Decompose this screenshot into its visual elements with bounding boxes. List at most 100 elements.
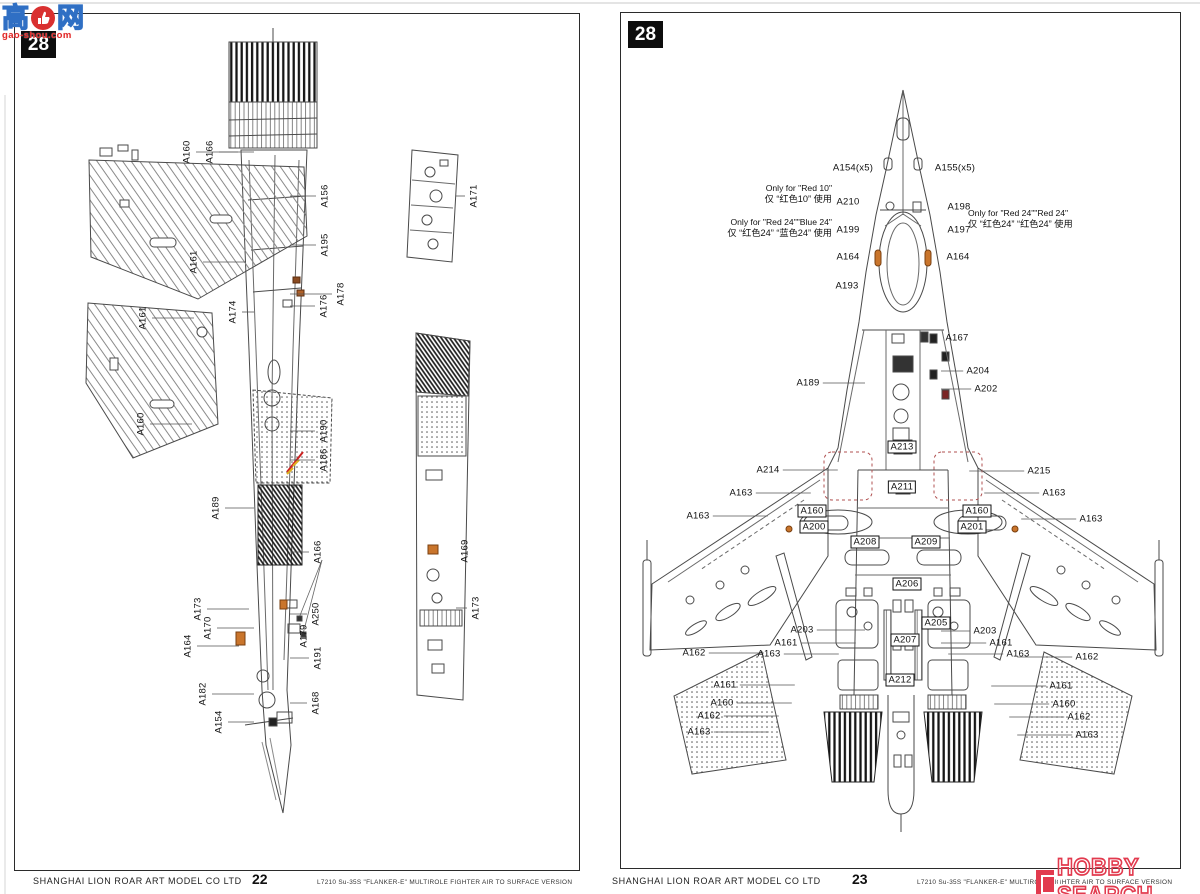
part-label: A171 xyxy=(468,184,480,208)
part-label-boxed: A207 xyxy=(890,633,920,647)
hobbysearch-logo-text: HOBBY SEARCH xyxy=(1056,853,1153,894)
step-number-badge-left: 28 xyxy=(21,31,56,58)
part-label: A191 xyxy=(312,646,324,670)
part-label: A163 xyxy=(729,487,753,499)
right-page-drawing xyxy=(642,89,1164,832)
part-label: A160 xyxy=(1052,698,1076,710)
footer-company-left: SHANGHAI LION ROAR ART MODEL CO LTD xyxy=(33,876,242,886)
part-label: A193 xyxy=(835,280,859,292)
part-label: A173 xyxy=(470,596,482,620)
part-label: A163 xyxy=(1075,729,1099,741)
part-label: A156 xyxy=(319,184,331,208)
note-chinese: 仅 “红色10” 使用 xyxy=(764,194,832,205)
part-label: A176 xyxy=(318,294,330,318)
note-english: Only for "Red 24""Blue 24" xyxy=(730,217,832,227)
right-page-frame xyxy=(620,12,1181,869)
hobbysearch-logo-icon xyxy=(1036,869,1060,894)
part-label: A204 xyxy=(966,365,990,377)
part-label: A202 xyxy=(974,383,998,395)
part-label-boxed: A205 xyxy=(921,616,951,630)
part-label: A166 xyxy=(204,140,216,164)
note-english: Only for "Red 10" xyxy=(765,183,832,193)
part-label: A160 xyxy=(710,697,734,709)
part-label-boxed: A213 xyxy=(887,440,917,454)
part-label: A169 xyxy=(459,539,471,563)
part-label: A210 xyxy=(836,196,860,208)
part-label: A163 xyxy=(757,648,781,660)
leader-lines xyxy=(150,151,1077,736)
part-label: A154(x5) xyxy=(832,162,874,174)
part-label-boxed: A160 xyxy=(962,504,992,518)
part-label: A163 xyxy=(1079,513,1103,525)
part-label: A162 xyxy=(682,647,706,659)
part-label-boxed: A160 xyxy=(797,504,827,518)
part-label: A168 xyxy=(310,691,322,715)
color-option-note: Only for "Red 24""Blue 24"仅 “红色24” “蓝色24… xyxy=(727,217,832,240)
color-option-note: Only for "Red 24""Red 24"仅 “红色24” “红色24”… xyxy=(968,208,1073,231)
part-label: A161 xyxy=(989,637,1013,649)
part-label: A179 xyxy=(298,624,310,648)
watermark-char: 网 xyxy=(56,3,84,33)
part-label: A164 xyxy=(946,251,970,263)
part-label-boxed: A212 xyxy=(885,673,915,687)
part-label: A163 xyxy=(1006,648,1030,660)
part-label: A154 xyxy=(213,710,225,734)
part-label-boxed: A209 xyxy=(911,535,941,549)
page-number-left: 22 xyxy=(252,871,268,887)
part-label-boxed: A200 xyxy=(799,520,829,534)
part-label: A190 xyxy=(318,419,330,443)
part-label: A195 xyxy=(319,233,331,257)
part-label: A182 xyxy=(197,682,209,706)
part-label: A189 xyxy=(210,496,222,520)
part-label: A170 xyxy=(202,616,214,640)
part-label: A203 xyxy=(973,625,997,637)
part-label: A163 xyxy=(1042,487,1066,499)
part-label: A198 xyxy=(947,201,971,213)
part-label: A166 xyxy=(312,540,324,564)
part-label: A161 xyxy=(1049,680,1073,692)
footer-company-right: SHANGHAI LION ROAR ART MODEL CO LTD xyxy=(612,876,821,886)
step-number-badge-right: 28 xyxy=(628,21,663,48)
part-label: A164 xyxy=(836,251,860,263)
note-chinese: 仅 “红色24” “红色24” 使用 xyxy=(968,219,1073,230)
left-page-drawing xyxy=(85,28,471,814)
part-label: A163 xyxy=(687,726,711,738)
color-option-note: Only for "Red 10"仅 “红色10” 使用 xyxy=(765,183,832,206)
note-chinese: 仅 “红色24” “蓝色24” 使用 xyxy=(727,228,832,239)
watermark-char: 高 xyxy=(1,3,29,33)
part-label: A161 xyxy=(188,250,200,274)
part-label-boxed: A201 xyxy=(957,520,987,534)
part-label: A161 xyxy=(137,306,149,330)
page-number-right: 23 xyxy=(852,871,868,887)
part-label: A162 xyxy=(1067,711,1091,723)
part-label: A197 xyxy=(947,224,971,236)
hobbysearch-watermark: HOBBY SEARCH xyxy=(1036,853,1200,894)
left-page-frame xyxy=(14,13,580,871)
part-label: A250 xyxy=(310,602,322,626)
part-label: A163 xyxy=(686,510,710,522)
thumbs-up-badge-icon xyxy=(31,6,55,30)
part-label: A215 xyxy=(1027,465,1051,477)
gaoshou-watermark: 高 网 gao-shou.com xyxy=(1,3,112,41)
part-label: A186 xyxy=(318,448,330,472)
part-label-boxed: A211 xyxy=(887,480,917,494)
part-label: A174 xyxy=(227,300,239,324)
part-label: A178 xyxy=(335,282,347,306)
part-label: A161 xyxy=(774,637,798,649)
part-label: A162 xyxy=(1075,651,1099,663)
part-label: A203 xyxy=(790,624,814,636)
part-label: A167 xyxy=(945,332,969,344)
part-label: A155(x5) xyxy=(934,162,976,174)
part-label: A214 xyxy=(756,464,780,476)
part-label: A189 xyxy=(796,377,820,389)
part-label: A162 xyxy=(697,710,721,722)
part-label: A160 xyxy=(135,412,147,436)
part-label: A160 xyxy=(181,140,193,164)
part-label: A164 xyxy=(182,634,194,658)
part-label-boxed: A206 xyxy=(892,577,922,591)
part-label-boxed: A208 xyxy=(850,535,880,549)
watermark-domain: gao-shou.com xyxy=(2,30,72,41)
note-english: Only for "Red 24""Red 24" xyxy=(968,208,1069,218)
part-label: A199 xyxy=(836,224,860,236)
